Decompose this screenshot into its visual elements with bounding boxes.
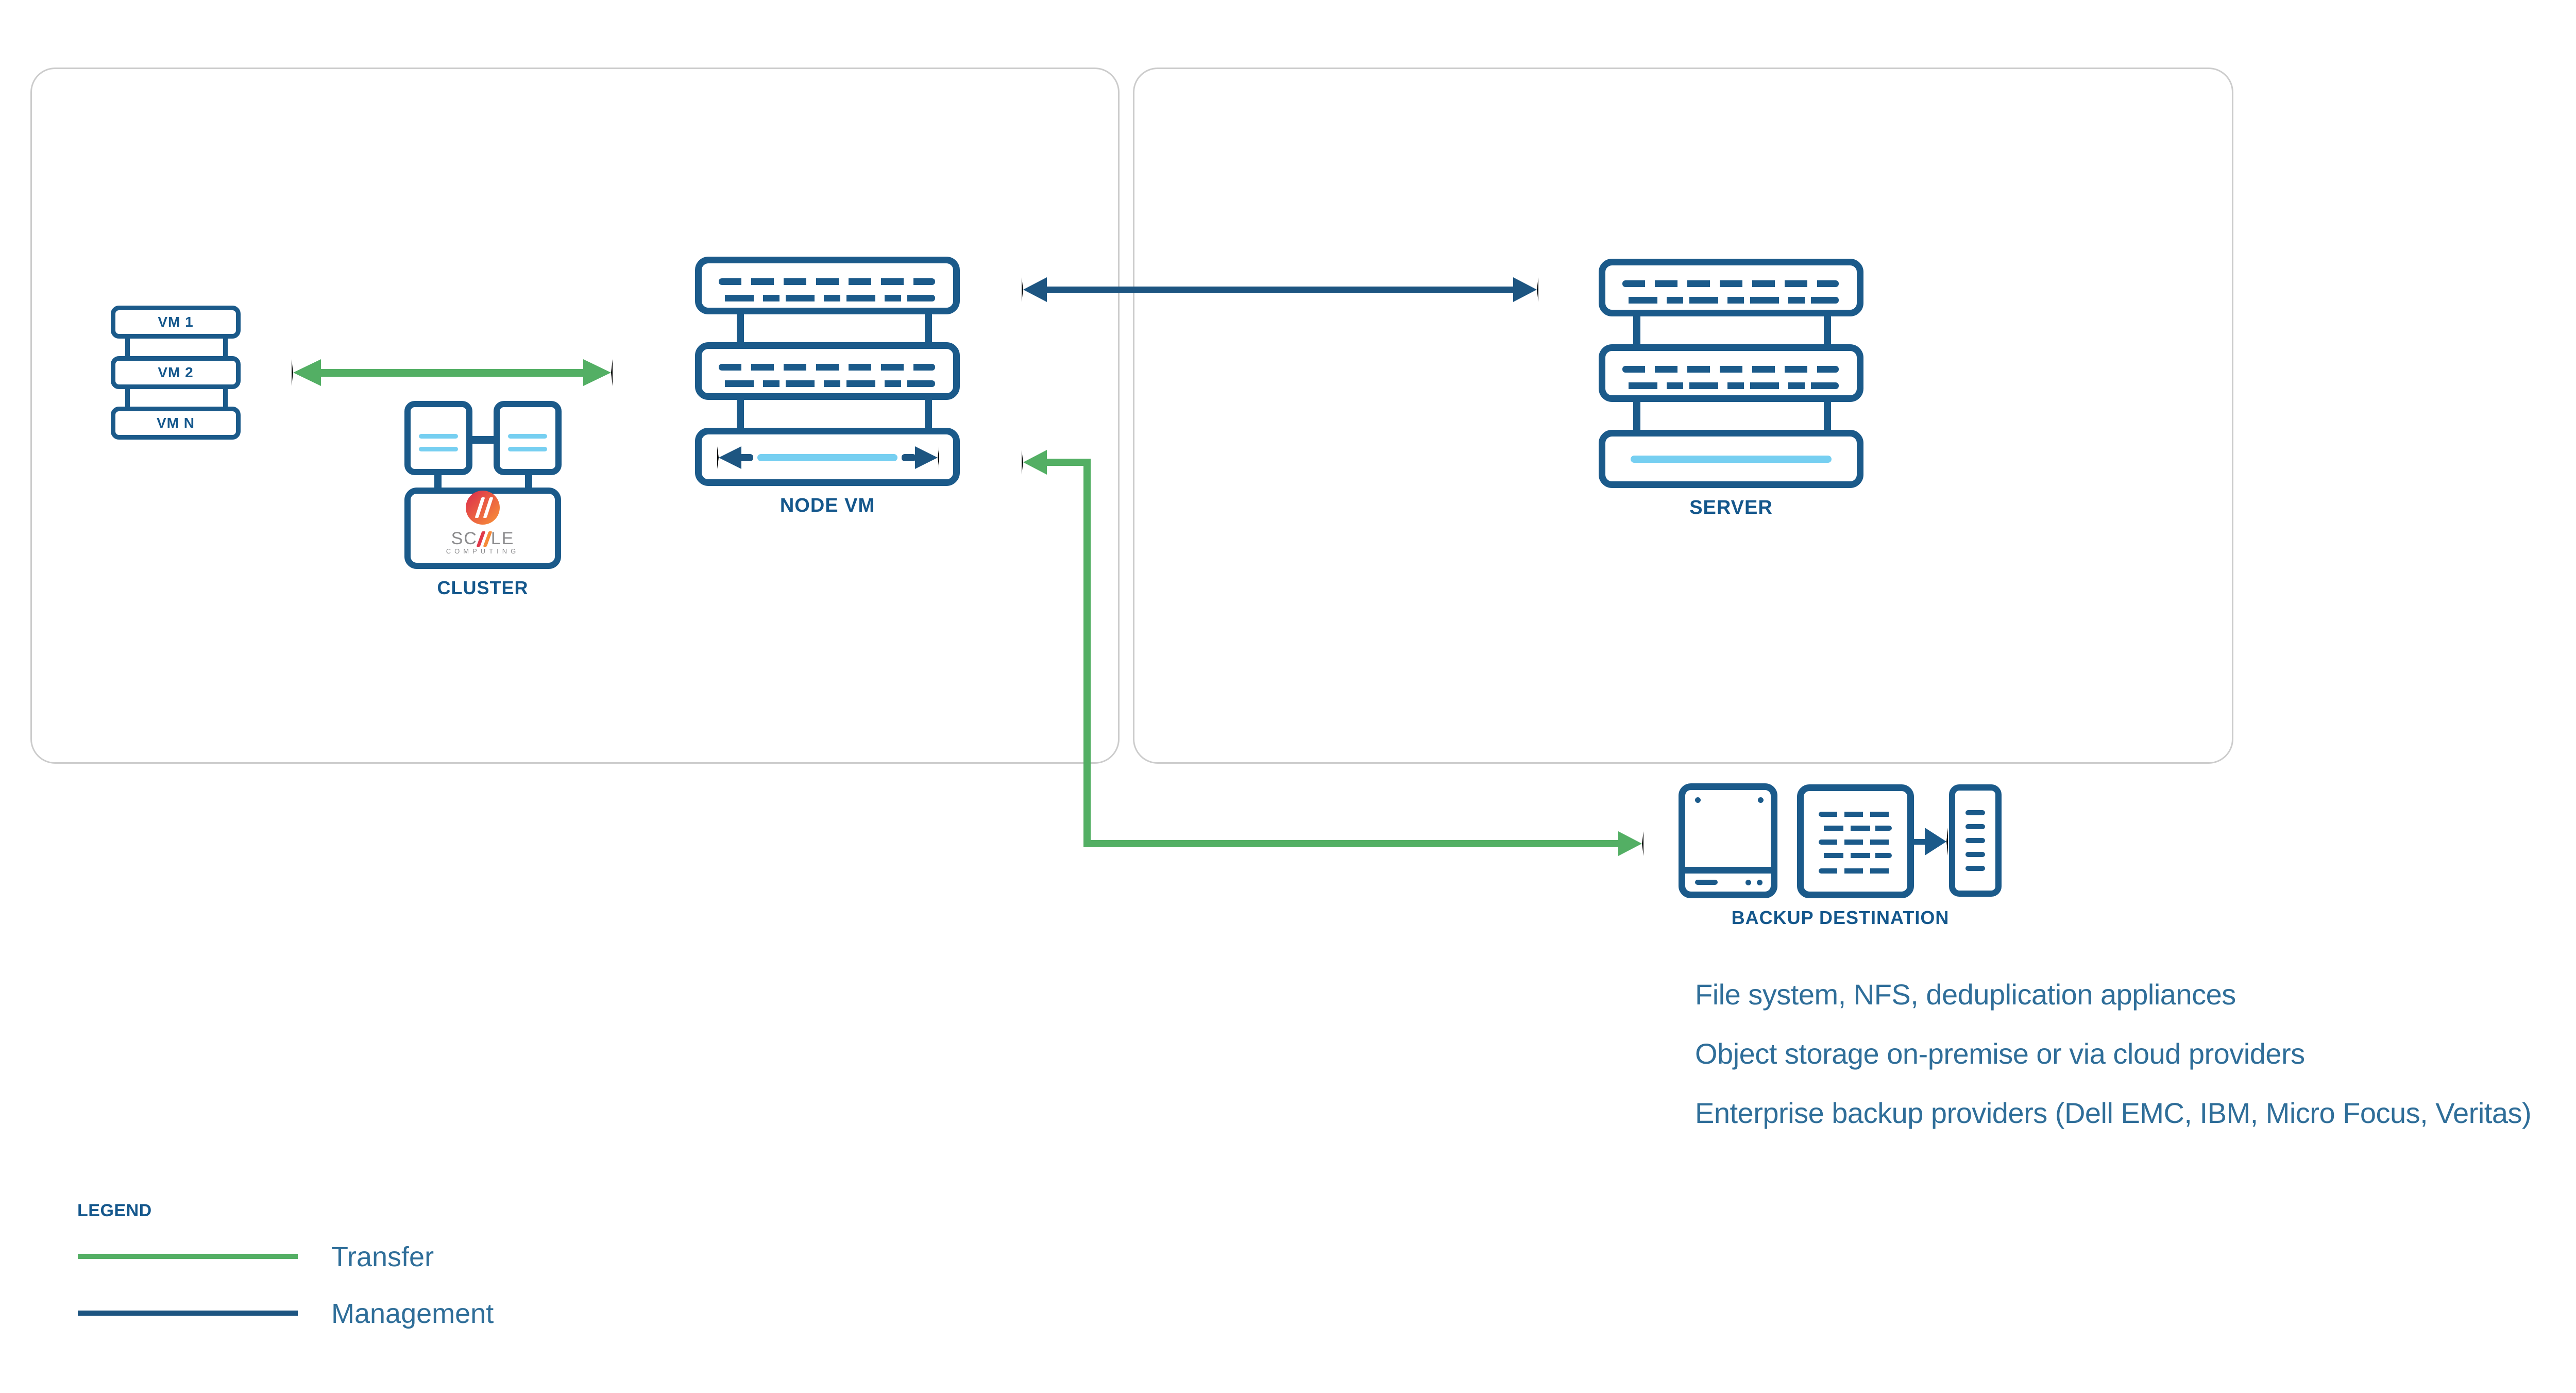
- cluster-h-connector: [472, 436, 494, 444]
- backup-notes: File system, NFS, deduplication applianc…: [1695, 965, 2532, 1143]
- drive-led-dot: [1757, 880, 1762, 885]
- cluster-v-connector-right: [525, 474, 532, 489]
- legend-management-label: Management: [331, 1298, 494, 1329]
- node-inner-arrow-shaft: [739, 454, 753, 461]
- arrow-head-right-icon: [1618, 831, 1643, 856]
- backup-destination-label: BACKUP DESTINATION: [1731, 907, 1950, 928]
- arrow-shaft: [1044, 287, 1514, 293]
- server-slab-1-dashes: [1622, 280, 1839, 287]
- vm-slab-1: VM 1: [111, 306, 241, 339]
- legend-transfer-label: Transfer: [331, 1241, 434, 1272]
- server-slab-2: [1599, 344, 1863, 402]
- tape-dash: [1965, 824, 1985, 829]
- node-vm-label: NODE VM: [779, 495, 875, 516]
- cluster-box: [404, 488, 561, 569]
- backup-note-line: Enterprise backup providers (Dell EMC, I…: [1695, 1097, 2532, 1129]
- cluster-node-left-line: [419, 434, 458, 439]
- server-slab-2-dashes: [1622, 382, 1839, 389]
- vm-slab-n: VM N: [111, 407, 241, 440]
- node-slab-2-dashes: [719, 364, 935, 371]
- server-slab-1-dashes: [1622, 297, 1839, 304]
- data-sheet-row: [1819, 812, 1892, 817]
- arrow-head-left-icon: [292, 359, 321, 386]
- arrow-head-right-icon: [1513, 277, 1538, 302]
- cluster-node-right-icon: [494, 401, 562, 475]
- scale-logo-circle: [466, 491, 500, 525]
- server-lightblue-line: [1631, 456, 1832, 463]
- vm-1-label: VM 1: [158, 314, 194, 330]
- arrow-shaft-bottom: [1083, 840, 1619, 847]
- arrow-shaft-vertical: [1083, 459, 1091, 847]
- node-inner-arrow-shaft: [902, 454, 916, 461]
- tape-dash: [1965, 810, 1985, 815]
- backup-note-line: File system, NFS, deduplication applianc…: [1695, 978, 2236, 1011]
- vm-2-label: VM 2: [158, 364, 194, 380]
- vm-slab-2: VM 2: [111, 356, 241, 389]
- cluster-node-right-line: [508, 447, 547, 451]
- scale-wordmark: SC LE: [404, 529, 561, 549]
- scale-computing-subtext: COMPUTING: [446, 547, 520, 555]
- drive-screw-dot: [1695, 797, 1701, 803]
- node-slab-1-dashes: [719, 295, 935, 301]
- drive-screw-dot: [1758, 797, 1764, 803]
- node-inner-arrow-right-icon: [915, 446, 939, 469]
- tape-dash: [1965, 838, 1985, 843]
- backup-note-line: Object storage on-premise or via cloud p…: [1695, 1037, 2305, 1070]
- drive-divider: [1683, 867, 1773, 874]
- drive-indicator-bar: [1695, 880, 1718, 885]
- scale-wordmark-le: LE: [490, 529, 515, 548]
- legend-title: LEGEND: [77, 1201, 152, 1220]
- data-sheet-row: [1819, 840, 1892, 845]
- legend-transfer-line: [78, 1254, 298, 1259]
- node-slab-2: [695, 342, 960, 400]
- server-slab-2-dashes: [1622, 366, 1839, 373]
- node-slab-1: [695, 257, 960, 314]
- scale-wordmark-sc: SC: [451, 529, 478, 548]
- legend-management-line: [78, 1311, 298, 1316]
- arrow-shaft: [317, 369, 586, 377]
- data-sheet-row: [1819, 868, 1892, 874]
- data-sheet-row: [1819, 853, 1892, 858]
- right-panel: [1133, 68, 2233, 764]
- arrow-head-left-icon: [1022, 277, 1047, 302]
- arrow-head-right-icon: [583, 359, 613, 386]
- drive-led-dot: [1745, 880, 1751, 885]
- cluster-node-right-line: [508, 434, 547, 439]
- arrow-shaft-top: [1044, 459, 1091, 466]
- arrow-head-left-icon: [1022, 450, 1047, 475]
- cluster-label: CLUSTER: [437, 577, 529, 598]
- cluster-v-connector-left: [434, 474, 442, 489]
- node-slab-2-dashes: [719, 380, 935, 387]
- node-inner-lightblue-line: [757, 454, 897, 461]
- arrow-head-right-icon: [1925, 828, 1948, 855]
- tape-dash: [1965, 852, 1985, 857]
- tape-dash: [1965, 866, 1985, 871]
- arrow-shaft: [1912, 839, 1926, 845]
- server-label: SERVER: [1689, 497, 1773, 518]
- server-slab-1: [1599, 259, 1863, 316]
- cluster-node-left-line: [419, 447, 458, 451]
- vm-n-label: VM N: [157, 415, 195, 431]
- node-slab-1-dashes: [719, 278, 935, 285]
- data-sheet-row: [1819, 826, 1892, 831]
- node-inner-arrow-left-icon: [717, 446, 741, 469]
